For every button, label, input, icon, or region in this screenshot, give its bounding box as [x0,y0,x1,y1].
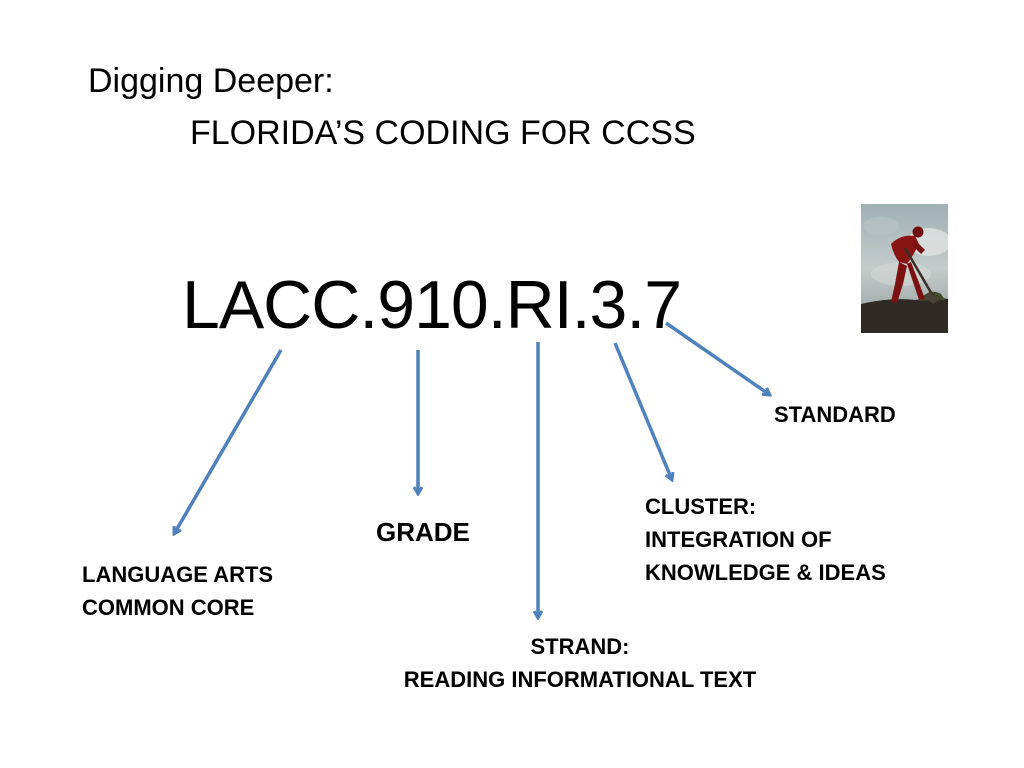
label-standard: STANDARD [774,402,896,427]
label-language-arts: LANGUAGE ARTS COMMON CORE [82,558,273,624]
label-cluster-line2: INTEGRATION OF [645,527,832,552]
label-strand-line2: READING INFORMATIONAL TEXT [403,667,757,692]
label-strand: STRAND: READING INFORMATIONAL TEXT [388,630,772,696]
slide-title: Digging Deeper: [88,62,334,100]
label-cluster: CLUSTER: INTEGRATION OF KNOWLEDGE & IDEA… [645,490,886,589]
arrow-cluster [613,342,672,480]
label-language-arts-line2: COMMON CORE [82,595,255,620]
arrow-language-arts [174,349,283,534]
label-grade: GRADE [376,517,470,547]
label-cluster-line1: CLUSTER: [645,494,757,519]
person-digging-photo [861,204,948,333]
label-cluster-line3: KNOWLEDGE & IDEAS [645,560,886,585]
standard-code: LACC.910.RI.3.7 [182,267,682,343]
label-language-arts-line1: LANGUAGE ARTS [82,562,274,587]
person-digging-icon [861,204,948,333]
arrow-standard [665,321,770,395]
slide-subtitle: FLORIDA’S CODING FOR CCSS [190,114,696,152]
label-strand-line1: STRAND: [530,634,630,659]
